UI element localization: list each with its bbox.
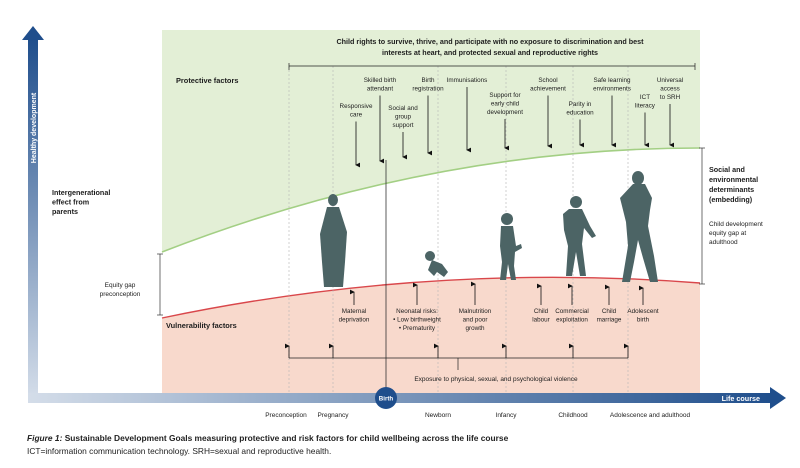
stage-label: Preconception: [265, 412, 307, 419]
vulnerability-factor-label: labour: [532, 317, 550, 324]
protective-zone: [162, 30, 700, 252]
equity-gap-adulthood-label: Child development: [709, 221, 763, 228]
protective-factor-label: early child: [491, 101, 520, 108]
determinants-label: (embedding): [709, 195, 753, 204]
vulnerability-heading: Vulnerability factors: [166, 321, 237, 330]
vulnerability-factor-label: Neonatal risks:: [396, 308, 438, 315]
vulnerability-factor-label: and poor: [463, 317, 488, 324]
birth-label: Birth: [379, 396, 394, 403]
protective-factor-label: literacy: [635, 103, 656, 110]
protective-factor-label: Responsive: [340, 103, 373, 110]
rights-bracket: [288, 63, 696, 70]
vulnerability-factor-label: Maternal: [342, 308, 367, 315]
y-axis: [28, 38, 38, 398]
intergenerational-label: parents: [52, 207, 78, 216]
life-stages: Preconception Pregnancy Newborn Infancy Chil…: [265, 412, 690, 419]
vulnerability-factor-label: exploitation: [556, 317, 588, 324]
protective-factor-label: achievement: [530, 86, 566, 93]
vulnerability-factor-label: Adolescent: [627, 308, 658, 315]
protective-factor-label: Support for: [489, 92, 520, 99]
equity-gap-bracket-left: [157, 253, 163, 316]
vulnerability-factor-label: • Low birthweight: [393, 317, 441, 324]
exposure-bracket: [289, 357, 628, 370]
x-axis-label: Life course: [722, 394, 760, 403]
protective-factor-label: group: [395, 114, 412, 121]
vulnerability-factor-label: deprivation: [339, 317, 370, 324]
vulnerability-factor-label: Child: [602, 308, 617, 315]
right-labels: Social andenvironmentaldeterminants(embe…: [709, 165, 763, 246]
protective-factor-label: care: [350, 112, 363, 119]
protective-factor-label: education: [566, 110, 594, 117]
equity-gap-adulthood-label: equity gap at: [709, 230, 746, 237]
intergenerational-label: Intergenerational: [52, 188, 110, 197]
caption-title: Sustainable Development Goals measuring …: [64, 433, 509, 443]
protective-heading: Protective factors: [176, 76, 238, 85]
protective-factors: Responsive care Skilled birth attendantSoci…: [340, 77, 683, 168]
protective-factor-label: development: [487, 109, 523, 116]
adolescent-silhouette: [620, 171, 658, 282]
vulnerability-factor-label: growth: [466, 325, 485, 332]
vulnerability-factor-label: Malnutrition: [459, 308, 492, 315]
y-axis-arrowhead: [22, 26, 44, 40]
determinants-label: Social and: [709, 165, 745, 174]
protective-factor-label: registration: [412, 86, 444, 93]
protective-factor-label: School: [538, 77, 557, 84]
exposure-arrows: [285, 343, 629, 358]
exposure-label: Exposure to physical, sexual, and psycho…: [414, 376, 578, 383]
stage-label: Newborn: [425, 412, 451, 419]
x-axis-arrowhead: [770, 387, 786, 409]
vulnerability-factor-label: marriage: [597, 317, 622, 324]
protective-factor-label: access: [660, 86, 680, 93]
protective-factor-label: Skilled birth: [364, 77, 397, 84]
intergenerational-label: effect from: [52, 198, 89, 207]
rights-text-line1: Child rights to survive, thrive, and par…: [336, 37, 644, 46]
newborn-silhouette: [425, 251, 448, 277]
toddler-silhouette: [500, 213, 522, 280]
equity-gap-preconception-label: preconception: [100, 291, 141, 298]
vulnerability-factor-label: Child: [534, 308, 549, 315]
protective-factor-label: Parity in: [569, 101, 592, 108]
vulnerability-factor-label: • Prematurity: [399, 325, 436, 332]
stage-label: Pregnancy: [317, 412, 349, 419]
protective-factor-label: ICT: [640, 94, 650, 101]
determinants-label: environmental: [709, 175, 758, 184]
protective-factor-label: Birth: [422, 77, 435, 84]
vulnerability-zone: [162, 277, 700, 395]
birth-marker: [375, 387, 397, 409]
figure-caption: Figure 1: Sustainable Development Goals …: [27, 432, 787, 458]
healthy-development-curve: [161, 147, 701, 253]
protective-factor-label: attendant: [367, 86, 394, 93]
stage-label: Infancy: [496, 412, 518, 419]
x-axis: [28, 393, 773, 403]
stage-guides: [288, 66, 629, 398]
determinants-label: determinants: [709, 185, 754, 194]
stage-label: Adolescence and adulthood: [610, 412, 691, 419]
vulnerability-factor-label: birth: [637, 317, 650, 324]
vulnerability-factors: Maternal deprivation Neonatal risks: • Low …: [339, 281, 659, 332]
protective-factor-label: Universal: [657, 77, 683, 84]
caption-note: ICT=information communication technology…: [27, 446, 332, 456]
child-silhouette: [563, 196, 596, 276]
protective-factor-label: Social and: [388, 105, 418, 112]
protective-factor-label: to SRH: [660, 94, 681, 101]
caption-figure-label: Figure 1:: [27, 433, 63, 443]
vulnerability-factor-label: Commercial: [555, 308, 589, 315]
protective-factor-label: Immunisations: [447, 77, 488, 84]
y-axis-label: Healthy development: [31, 92, 38, 163]
equity-gap-adulthood-label: adulthood: [709, 239, 738, 246]
equity-gap-preconception-label: Equity gap: [105, 282, 136, 289]
pregnant-woman-silhouette: [320, 194, 347, 287]
protective-factor-label: environments: [593, 86, 631, 93]
equity-gap-bracket-right: [699, 147, 705, 285]
stage-label: Childhood: [558, 412, 588, 419]
caption-lead: Figure 1: Sustainable Development Goals …: [27, 433, 508, 443]
rights-text-line2: interests at heart, and protected sexual…: [382, 48, 598, 57]
protective-factor-label: support: [392, 122, 413, 129]
protective-factor-label: Safe learning: [593, 77, 631, 84]
silhouettes: [320, 171, 658, 287]
